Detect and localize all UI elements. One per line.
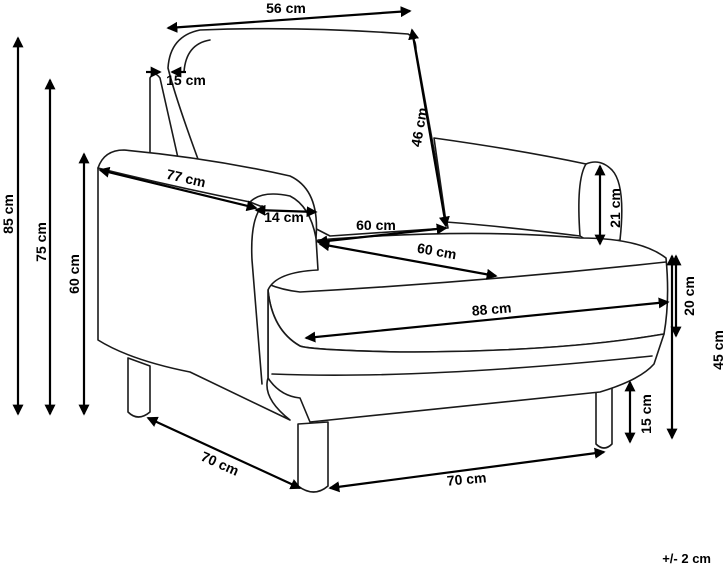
label-arm-above-seat: 21 cm	[607, 188, 623, 228]
dim-line-seat-depth	[318, 240, 498, 280]
dim-line-seat-width	[316, 223, 448, 247]
label-back-height: 46 cm	[408, 106, 431, 148]
label-back-width: 56 cm	[266, 0, 306, 16]
seat-cushion-top-edge	[267, 261, 667, 293]
base-frame	[267, 289, 665, 423]
label-seat-height: 45 cm	[710, 330, 726, 370]
tolerance-note: +/- 2 cm	[662, 551, 711, 566]
right-armrest	[433, 137, 623, 244]
label-seat-depth: 60 cm	[416, 240, 458, 263]
label-armrest-width: 14 cm	[264, 209, 304, 225]
dim-line-depth-front	[328, 447, 606, 493]
dim-line-armrest-width	[254, 204, 318, 218]
dim-line-total-width	[304, 297, 670, 343]
left-armrest-front-face	[249, 193, 317, 239]
label-back-thickness: 15 cm	[166, 72, 206, 88]
label-armrest-height: 60 cm	[66, 254, 82, 294]
label-height-75: 75 cm	[33, 222, 49, 262]
leg-back-right	[595, 387, 613, 449]
label-leg-height: 15 cm	[638, 394, 654, 434]
backrest-inner-line	[183, 39, 211, 73]
leg-front-left	[297, 421, 329, 493]
leg-back-left	[127, 357, 151, 418]
dim-line-depth-left	[146, 416, 302, 490]
dim-line-back-width	[166, 6, 412, 33]
right-armrest-edge	[578, 163, 587, 237]
dim-line-back-height	[408, 28, 450, 228]
seat-cushion	[267, 232, 669, 353]
dim-line-armrest-length	[98, 166, 258, 212]
label-depth-front: 70 cm	[446, 469, 487, 488]
base-frame-line	[271, 355, 653, 376]
label-total-height: 85 cm	[0, 194, 16, 234]
label-depth-left: 70 cm	[199, 448, 242, 479]
dimension-lines	[12, 6, 682, 493]
armchair-outline	[97, 27, 669, 493]
label-seat-width: 60 cm	[356, 217, 396, 233]
label-total-width: 88 cm	[471, 299, 512, 318]
label-seat-cushion: 20 cm	[681, 276, 697, 316]
